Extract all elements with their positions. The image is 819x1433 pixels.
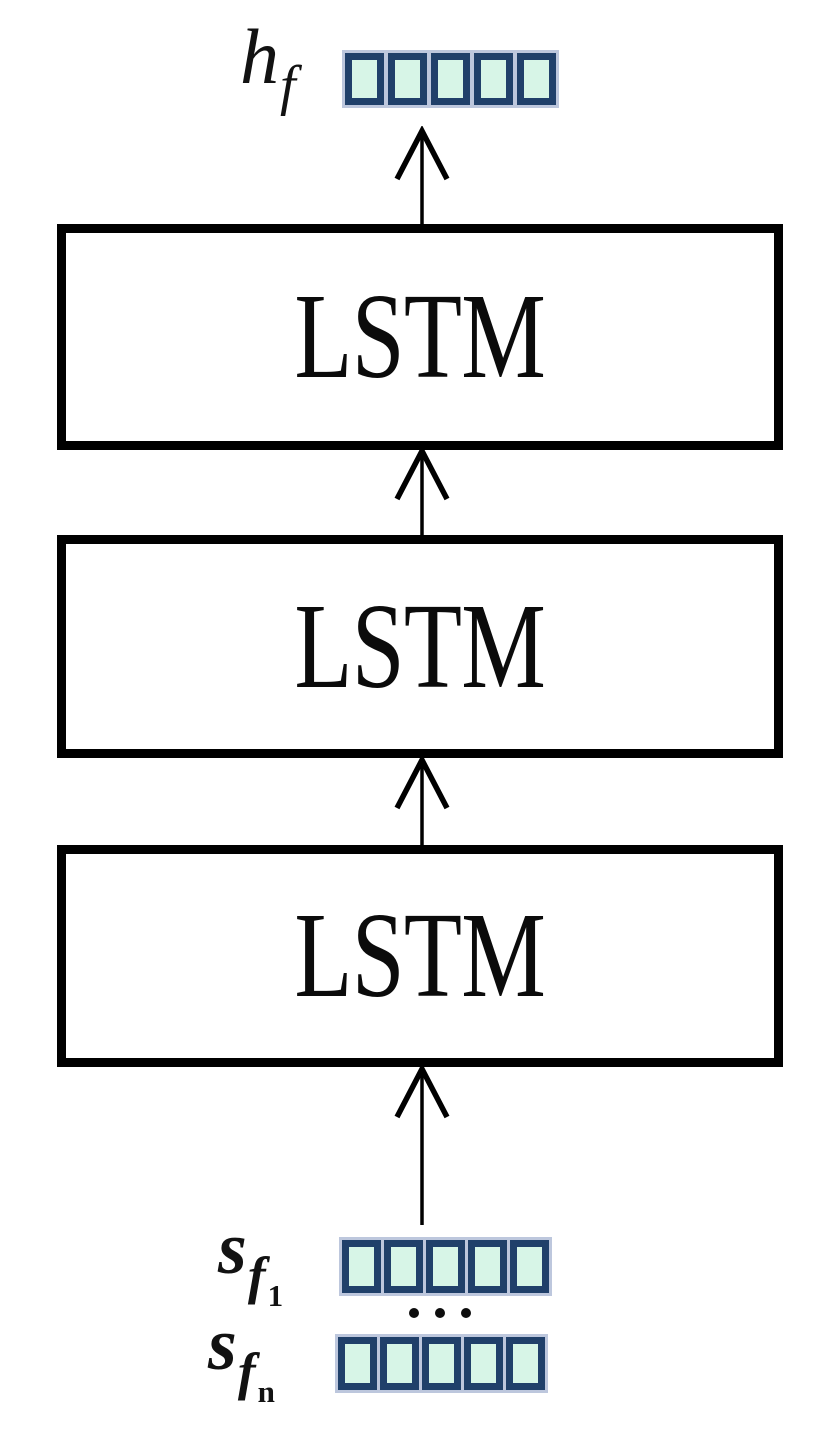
output-vector-label: hf xyxy=(240,18,296,118)
arrow-up-icon xyxy=(390,1064,454,1227)
vector-cell xyxy=(342,1240,381,1293)
vector-cell xyxy=(474,53,513,105)
vector-cell xyxy=(384,1240,423,1293)
lstm-layer-3: LSTM xyxy=(57,224,783,450)
vector-cell xyxy=(506,1337,545,1390)
input-n-label-subsubscript: n xyxy=(257,1373,275,1409)
input-1-label-subscript: f xyxy=(247,1246,266,1306)
input-1-label-subsubscript: 1 xyxy=(267,1277,284,1313)
vector-cell xyxy=(422,1337,461,1390)
vector-cell xyxy=(468,1240,507,1293)
lstm-layer-2: LSTM xyxy=(57,535,783,758)
input-1-label-main: s xyxy=(218,1208,247,1290)
vector-cell xyxy=(426,1240,465,1293)
input-vector-n-label: sfn xyxy=(208,1308,275,1407)
arrow-up-icon xyxy=(390,126,454,226)
input-n-label-main: s xyxy=(208,1304,237,1386)
output-vector xyxy=(345,53,556,105)
vector-cell xyxy=(464,1337,503,1390)
ellipsis-dot xyxy=(409,1308,419,1318)
input-vector-1 xyxy=(342,1240,549,1293)
vector-cell xyxy=(345,53,384,105)
arrow-up-icon xyxy=(390,446,454,537)
output-label-main: h xyxy=(240,13,279,100)
lstm-layer-1: LSTM xyxy=(57,845,783,1067)
input-vector-1-label: sf1 xyxy=(218,1212,283,1311)
vector-cell xyxy=(388,53,427,105)
input-vector-n xyxy=(338,1337,545,1390)
vector-cell xyxy=(510,1240,549,1293)
vector-cell xyxy=(517,53,556,105)
lstm-layer-label: LSTM xyxy=(294,269,546,404)
lstm-layer-label: LSTM xyxy=(294,578,546,714)
vector-cell xyxy=(338,1337,377,1390)
ellipsis-dot xyxy=(461,1308,471,1318)
arrow-up-icon xyxy=(390,755,454,847)
vector-cell xyxy=(380,1337,419,1390)
ellipsis-dots xyxy=(409,1308,471,1318)
output-label-subscript: f xyxy=(280,55,296,118)
vector-cell xyxy=(431,53,470,105)
lstm-layer-label: LSTM xyxy=(294,888,546,1023)
ellipsis-dot xyxy=(435,1308,445,1318)
input-n-label-subscript: f xyxy=(237,1342,256,1402)
